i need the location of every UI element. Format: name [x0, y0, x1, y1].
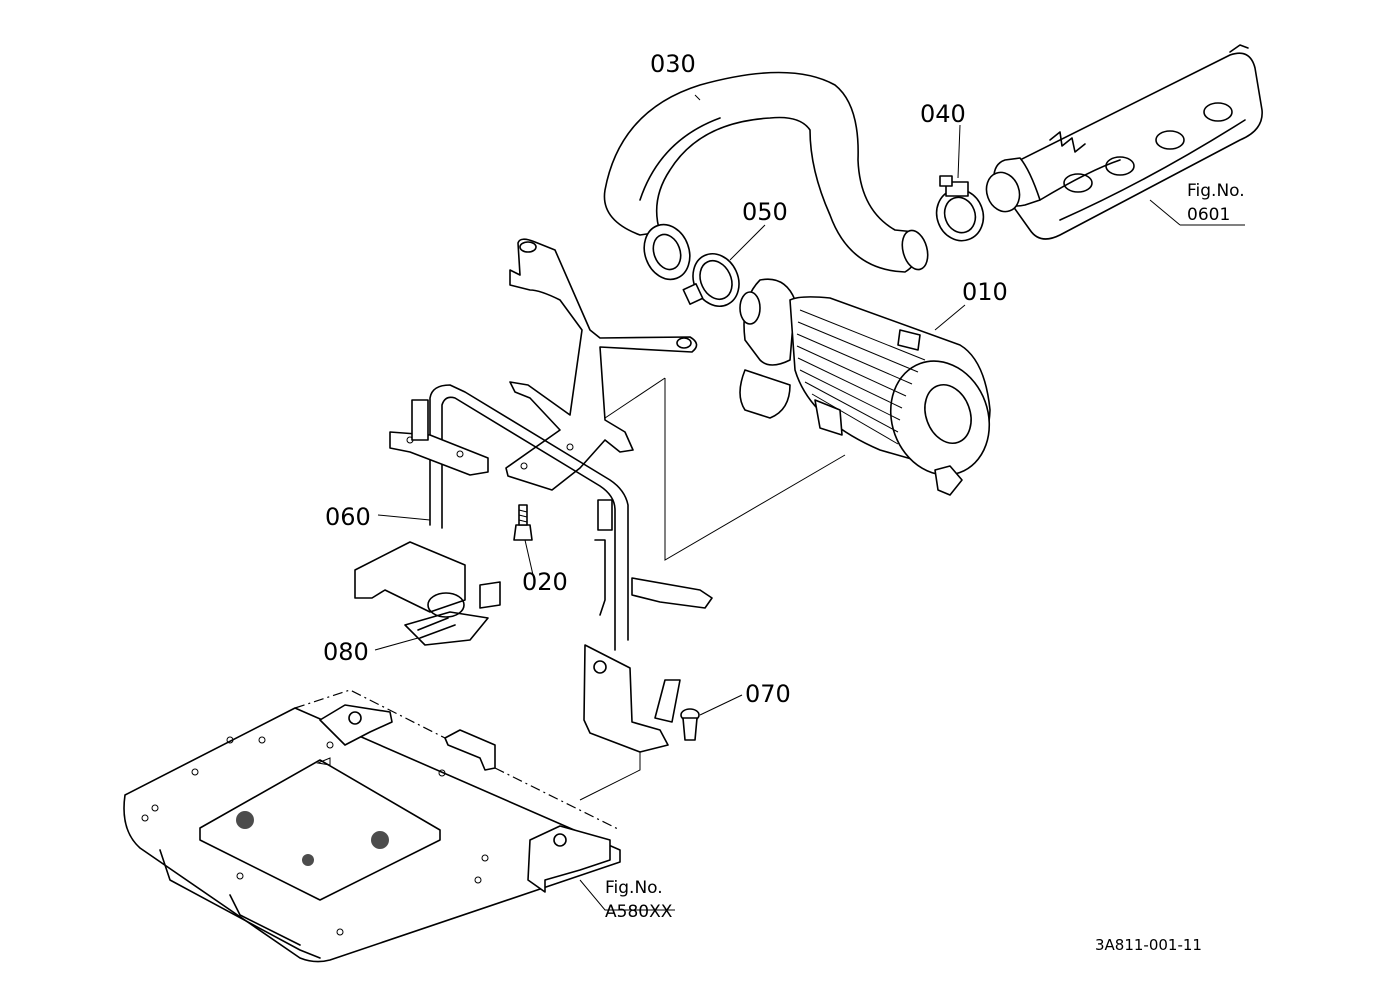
fig-ref-number-manifold: 0601 — [1187, 205, 1230, 225]
hose-clamp-040 — [935, 175, 985, 242]
mounting-frame — [354, 384, 713, 753]
callout-040: 040 — [920, 100, 966, 128]
assembly-lines — [579, 377, 846, 801]
callout-010: 010 — [962, 278, 1008, 306]
bolt-020 — [513, 504, 533, 541]
callout-070: 070 — [745, 680, 791, 708]
fig-ref-label-manifold: Fig.No. — [1187, 181, 1245, 201]
upper-bracket — [505, 238, 698, 491]
air-cleaner — [739, 278, 991, 496]
mesh-patch-right — [371, 831, 389, 849]
mesh-patch-left — [236, 811, 254, 829]
leader-lines — [374, 94, 1245, 911]
document-id: 3A811-001-11 — [1095, 936, 1202, 954]
callout-050: 050 — [742, 198, 788, 226]
intake-hose — [603, 71, 929, 281]
hose-clamp-050 — [682, 253, 740, 307]
intake-manifold — [985, 44, 1263, 240]
base-plate — [123, 704, 621, 963]
fig-ref-number-base: A580XX — [605, 902, 673, 922]
clip-band-080 — [404, 592, 489, 646]
mesh-patch-center — [302, 854, 314, 866]
reference-lines — [294, 689, 621, 831]
fig-ref-label-base: Fig.No. — [605, 878, 663, 898]
bolt-070 — [680, 708, 700, 741]
callout-030: 030 — [650, 50, 696, 78]
callout-080: 080 — [323, 638, 369, 666]
callout-060: 060 — [325, 503, 371, 531]
callout-020: 020 — [522, 568, 568, 596]
